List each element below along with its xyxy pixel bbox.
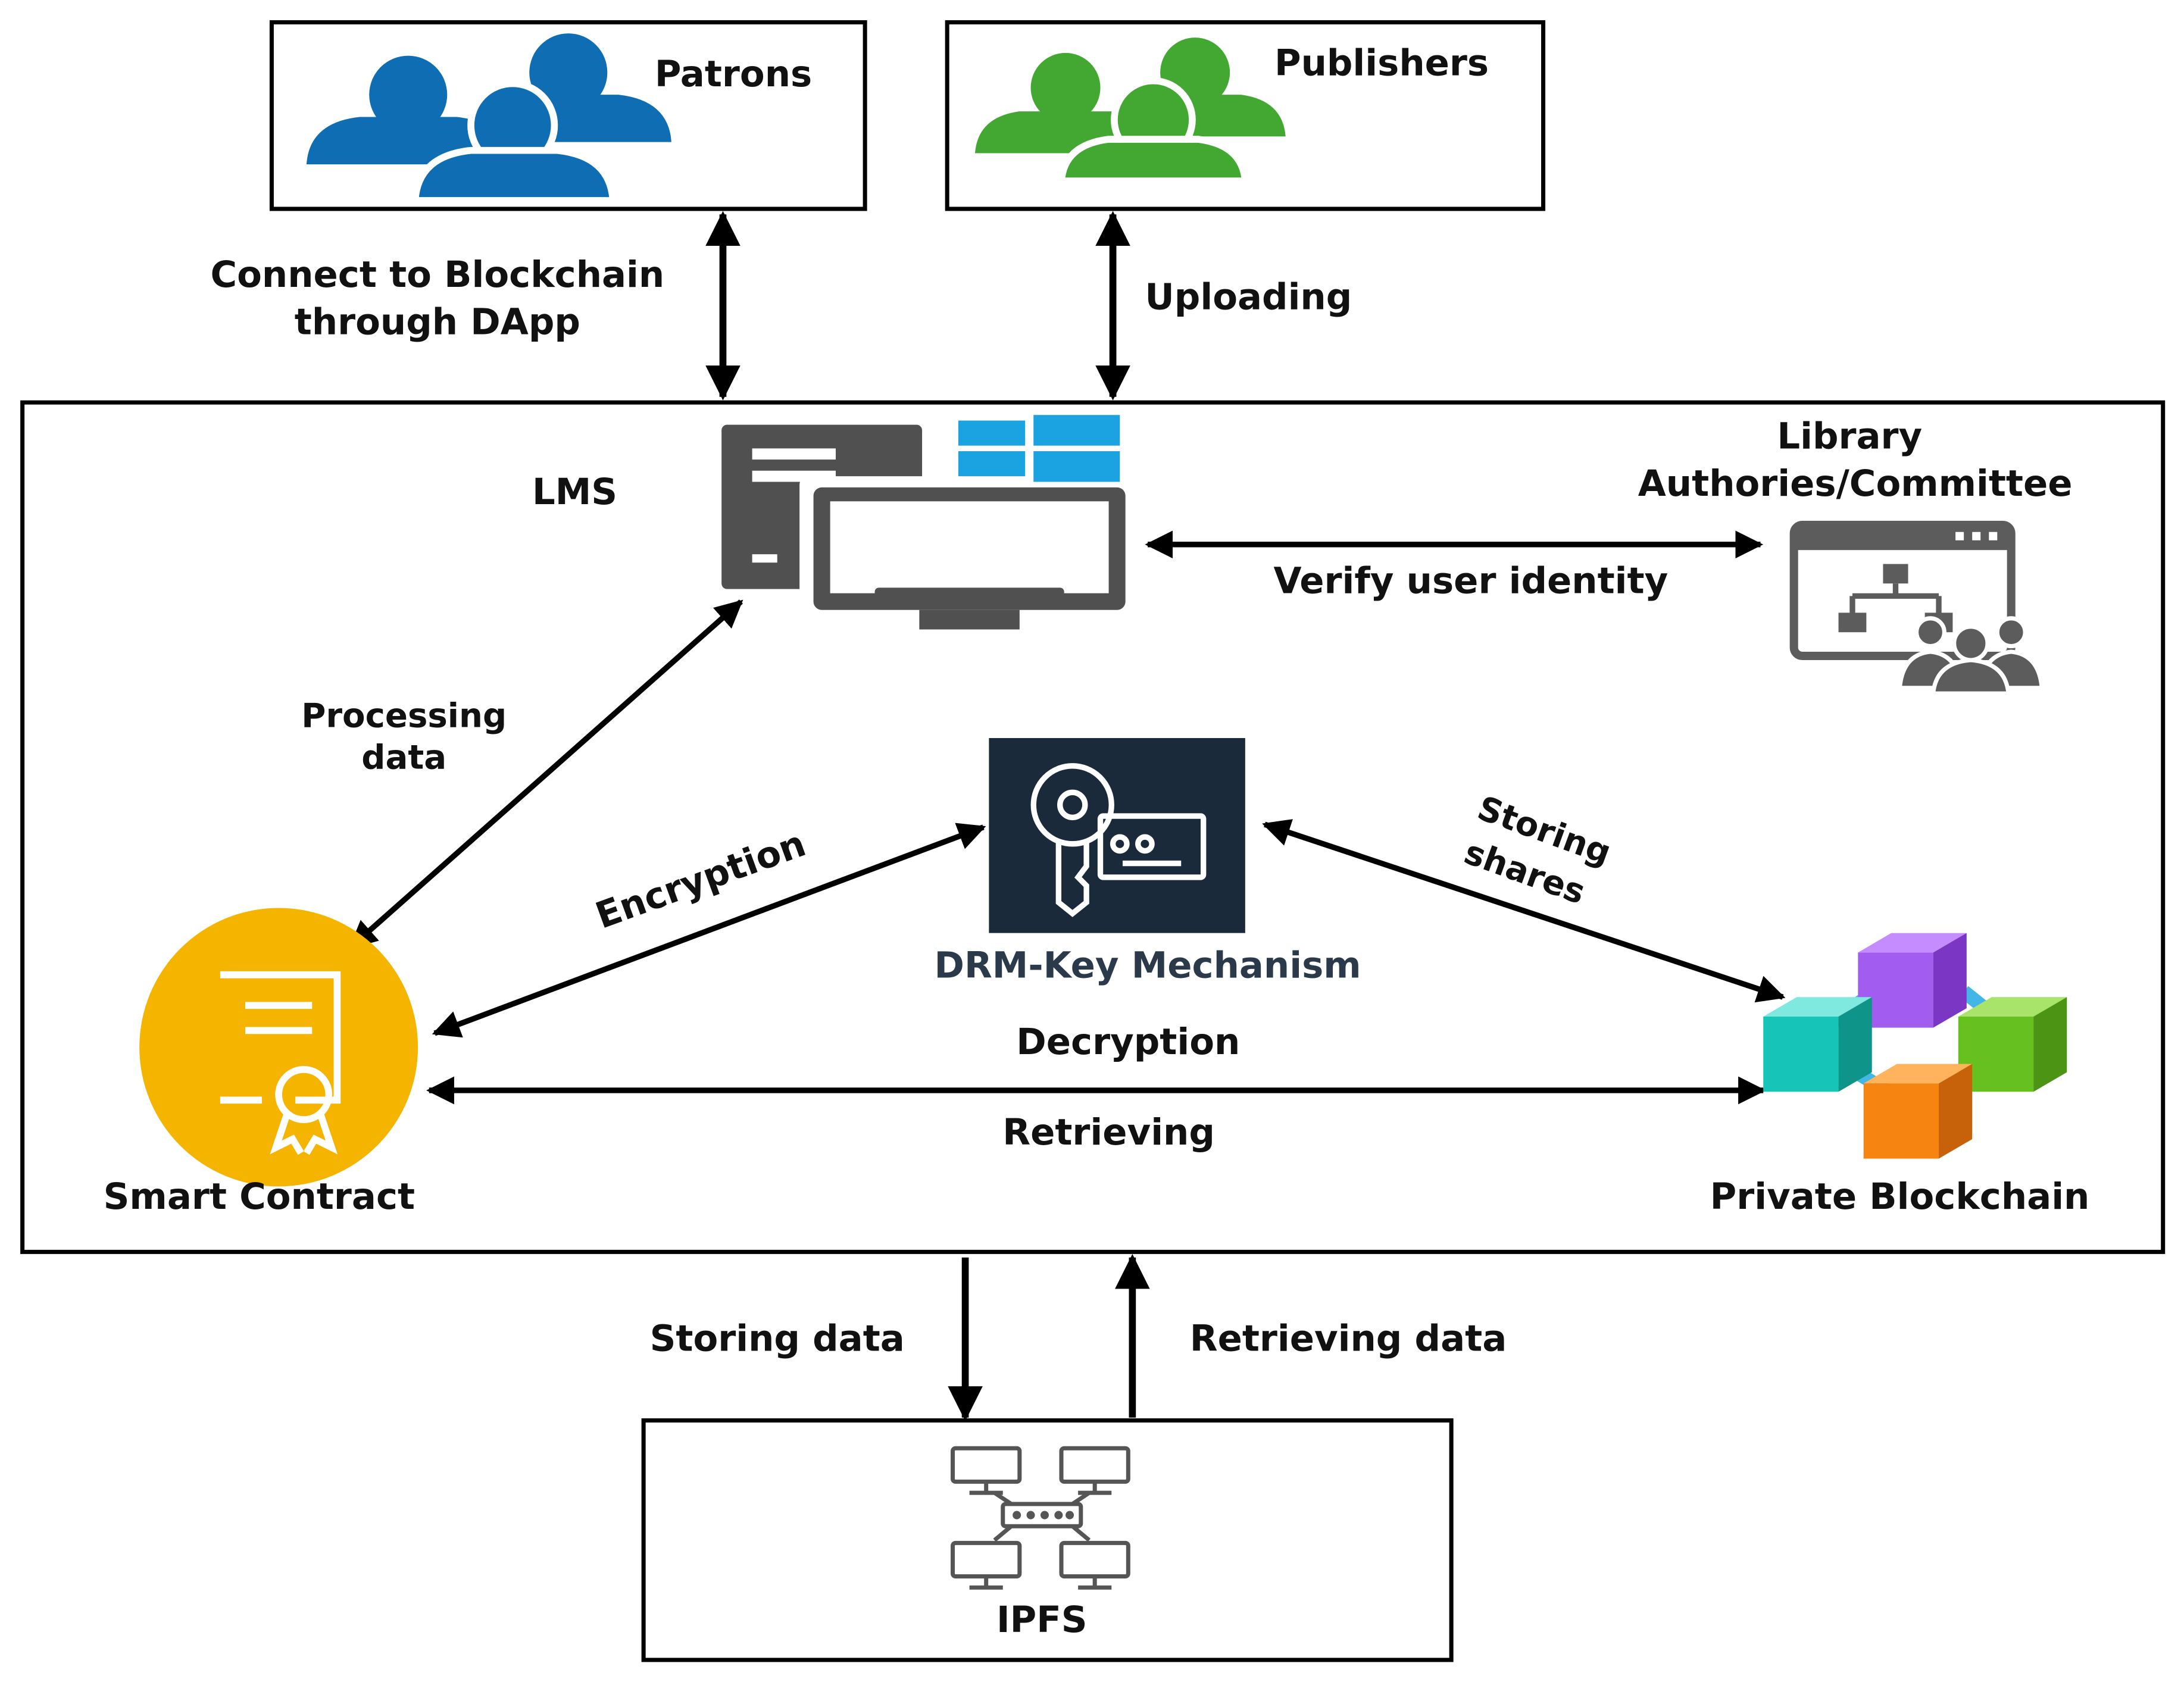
processing-label-line1: Processing	[301, 696, 507, 735]
lms-label: LMS	[532, 471, 617, 513]
connect-label-line2: through DApp	[295, 302, 580, 343]
connect-label-line1: Connect to Blockchain	[210, 254, 664, 296]
green-cube	[1958, 997, 2067, 1092]
encryption-label: Encryption	[590, 823, 811, 937]
patrons-label: Patrons	[655, 54, 812, 95]
uploading-label: Uploading	[1145, 276, 1352, 318]
patrons-users-icon	[306, 33, 671, 204]
purple-cube	[1858, 933, 1967, 1028]
storing-data-label: Storing data	[650, 1318, 905, 1359]
decryption-label: Decryption	[1016, 1021, 1240, 1063]
retrieving-data-label: Retrieving data	[1190, 1318, 1507, 1359]
teal-cube	[1763, 997, 1872, 1092]
storing-shares-arrow	[1262, 819, 1786, 1003]
private-blockchain-label: Private Blockchain	[1710, 1176, 2090, 1218]
library-label-line1: Library	[1777, 415, 1922, 457]
ipfs-network-icon	[951, 1446, 1130, 1590]
windows-logo-icon	[958, 415, 1120, 482]
library-label-line2: Authories/Committee	[1638, 463, 2073, 505]
verify-label: Verify user identity	[1274, 561, 1669, 602]
smart-contract-certificate-icon	[139, 908, 418, 1187]
retrieving-label: Retrieving	[1002, 1112, 1215, 1153]
orange-cube	[1863, 1064, 1973, 1159]
publishers-users-icon	[974, 37, 1286, 185]
smart-contract-label: Smart Contract	[104, 1176, 415, 1218]
ipfs-box	[641, 1418, 1454, 1662]
publishers-label: Publishers	[1274, 42, 1489, 84]
drm-key-icon	[989, 738, 1245, 933]
main-system-box	[20, 400, 2166, 1254]
lms-computer-icon	[721, 415, 1134, 633]
processing-data-arrow	[349, 599, 743, 949]
private-blockchain-icon	[1763, 933, 2067, 1159]
drm-label: DRM-Key Mechanism	[934, 945, 1361, 986]
processing-label-line2: data	[361, 738, 446, 777]
library-org-chart-icon	[1789, 521, 2044, 696]
ipfs-label: IPFS	[996, 1599, 1088, 1641]
encryption-arrow	[432, 823, 986, 1038]
